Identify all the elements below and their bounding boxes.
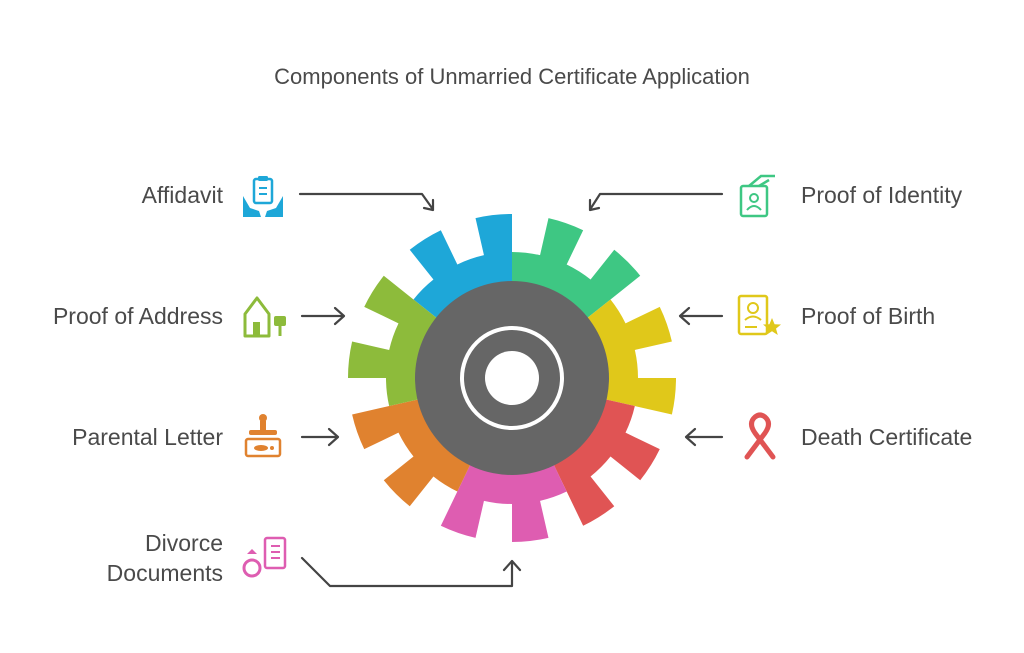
diagram-title: Components of Unmarried Certificate Appl…	[274, 64, 750, 89]
ring-document-icon	[242, 536, 287, 578]
house-icon	[243, 296, 286, 338]
arrow-proof-of-birth	[678, 306, 724, 326]
birth-certificate-icon	[737, 294, 781, 336]
segment-affidavit	[409, 214, 512, 321]
gear-inner-ring	[460, 326, 564, 430]
gear-center-hole	[485, 351, 539, 405]
segment-parental-letter	[352, 398, 473, 507]
label-proof-of-identity: Proof of Identity	[801, 182, 963, 208]
arrow-proof-of-address	[300, 306, 346, 326]
segment-divorce-documents	[440, 460, 567, 542]
ribbon-icon	[744, 412, 776, 460]
stamp-icon	[244, 414, 282, 458]
affidavit-icon	[243, 176, 283, 217]
arrow-divorce-documents	[300, 556, 522, 588]
label-proof-of-birth: Proof of Birth	[801, 303, 935, 329]
arrow-death-certificate	[684, 427, 724, 447]
arrow-parental-letter	[300, 427, 340, 447]
arrow-proof-of-identity	[588, 192, 724, 212]
segment-proof-of-identity	[512, 218, 641, 321]
arrow-affidavit	[298, 192, 435, 212]
label-affidavit: Affidavit	[142, 182, 224, 208]
id-card-icon	[739, 174, 775, 218]
label-parental-letter: Parental Letter	[72, 424, 223, 450]
label-death-certificate: Death Certificate	[801, 424, 972, 450]
segment-death-certificate	[551, 398, 660, 526]
label-proof-of-address: Proof of Address	[53, 303, 223, 329]
